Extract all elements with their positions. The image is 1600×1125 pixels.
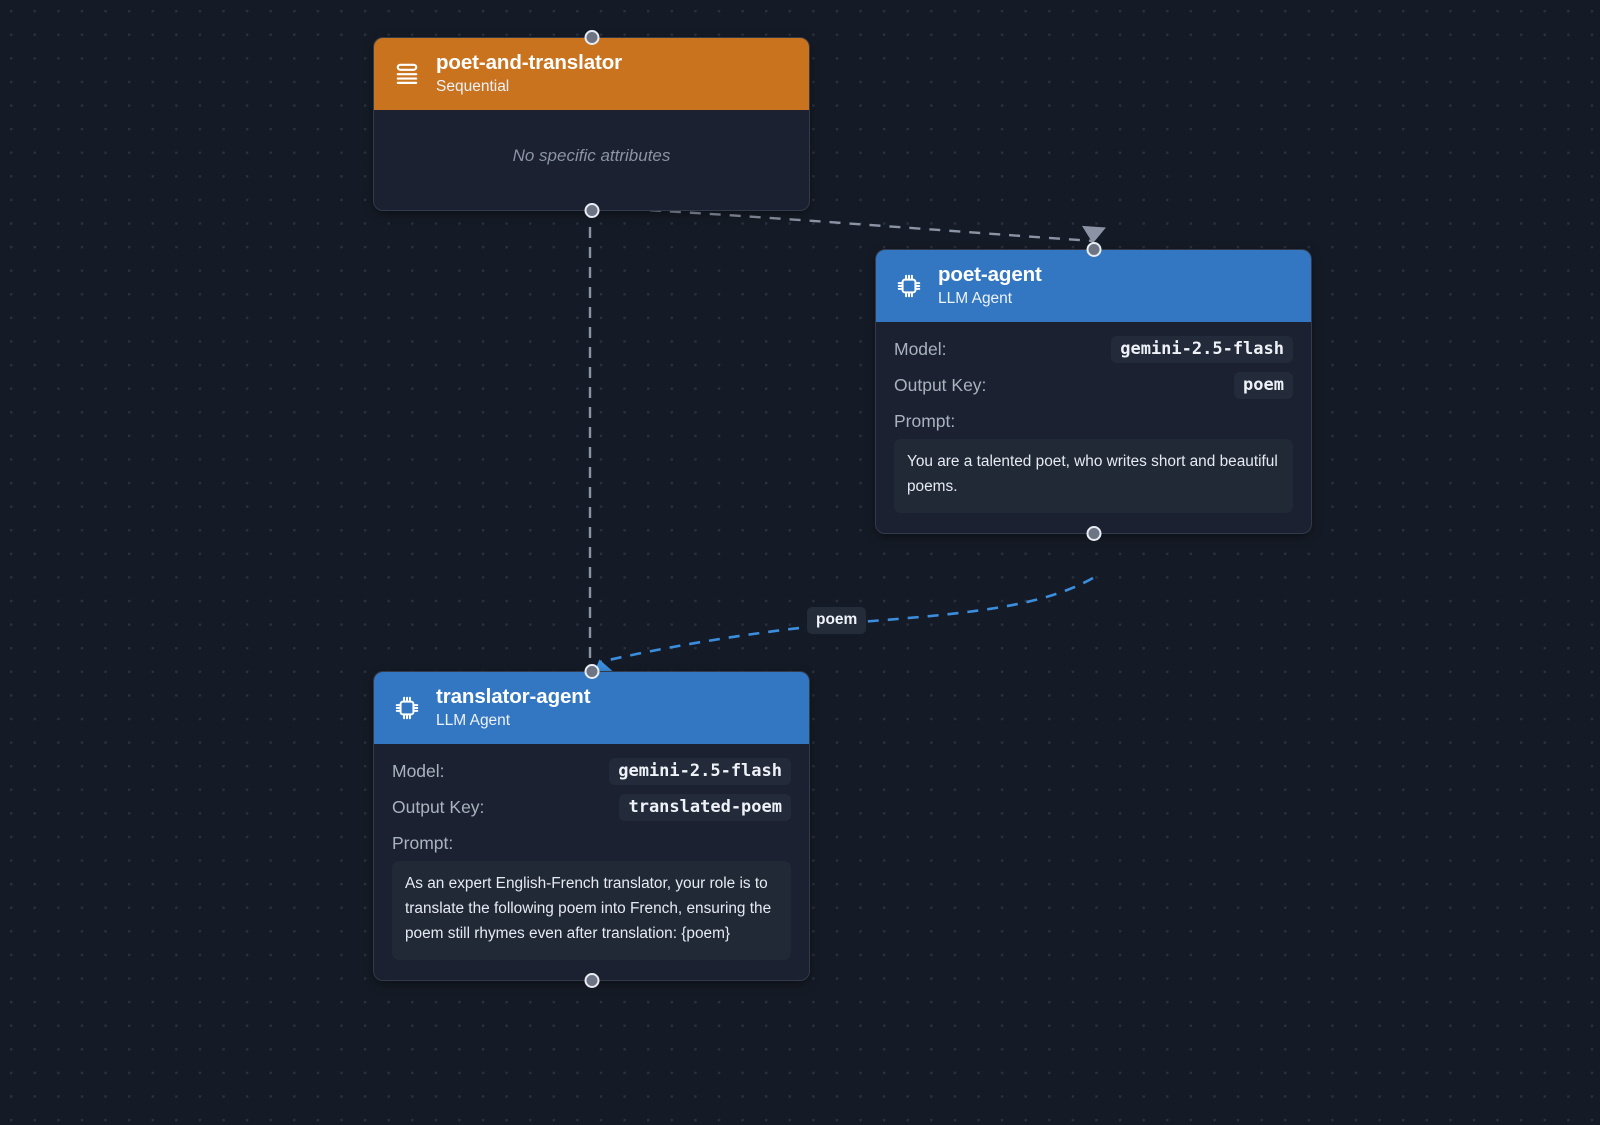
prompt-label: Prompt: — [392, 833, 454, 854]
attribute-row-output-key: Output Key: translated-poem — [392, 794, 791, 822]
prompt-text: As an expert English-French translator, … — [392, 861, 791, 961]
node-title: poet-agent — [938, 263, 1042, 286]
node-poet-agent[interactable]: poet-agent LLM Agent Model: gemini-2.5-f… — [875, 242, 1312, 542]
node-header[interactable]: poet-and-translator Sequential — [374, 38, 809, 111]
node-handle-source[interactable] — [1086, 526, 1101, 542]
node-body: Model: gemini-2.5-flash Output Key: poem… — [876, 322, 1311, 533]
attribute-value: translated-poem — [619, 794, 791, 822]
cpu-chip-icon — [392, 693, 422, 723]
attribute-row-model: Model: gemini-2.5-flash — [894, 336, 1293, 364]
attribute-value: gemini-2.5-flash — [609, 758, 791, 786]
attribute-value: poem — [1234, 372, 1293, 400]
node-subtitle: Sequential — [436, 77, 510, 95]
attribute-label: Model: — [392, 761, 445, 782]
prompt-label: Prompt: — [894, 411, 956, 432]
cpu-chip-icon — [894, 271, 924, 301]
node-translator-agent[interactable]: translator-agent LLM Agent Model: gemini… — [373, 664, 810, 989]
sequence-list-icon — [392, 59, 422, 89]
attribute-value: gemini-2.5-flash — [1111, 336, 1293, 364]
node-header[interactable]: poet-agent LLM Agent — [876, 250, 1311, 323]
attribute-row-model: Model: gemini-2.5-flash — [392, 758, 791, 786]
edge-label-poem[interactable]: poem — [807, 607, 867, 634]
node-title: poet-and-translator — [436, 51, 623, 74]
node-handle-target[interactable] — [1086, 242, 1101, 257]
empty-attributes-text: No specific attributes — [512, 146, 671, 166]
node-header[interactable]: translator-agent LLM Agent — [374, 672, 809, 745]
node-subtitle: LLM Agent — [436, 711, 511, 729]
node-title: translator-agent — [436, 685, 591, 708]
attribute-label: Output Key: — [894, 375, 987, 396]
attribute-label: Output Key: — [392, 797, 485, 818]
node-body: No specific attributes — [374, 110, 809, 210]
edge-seq-to-poet — [589, 205, 1106, 244]
node-subtitle: LLM Agent — [938, 289, 1013, 307]
node-poet-and-translator[interactable]: poet-and-translator Sequential No specif… — [373, 30, 810, 219]
attribute-row-output-key: Output Key: poem — [894, 372, 1293, 400]
node-handle-target[interactable] — [584, 664, 599, 679]
node-handle-source[interactable] — [584, 973, 599, 989]
prompt-text: You are a talented poet, who writes shor… — [894, 439, 1293, 514]
node-handle-target[interactable] — [584, 30, 599, 45]
attribute-label: Model: — [894, 339, 947, 360]
node-body: Model: gemini-2.5-flash Output Key: tran… — [374, 744, 809, 980]
node-handle-source[interactable] — [584, 203, 599, 219]
